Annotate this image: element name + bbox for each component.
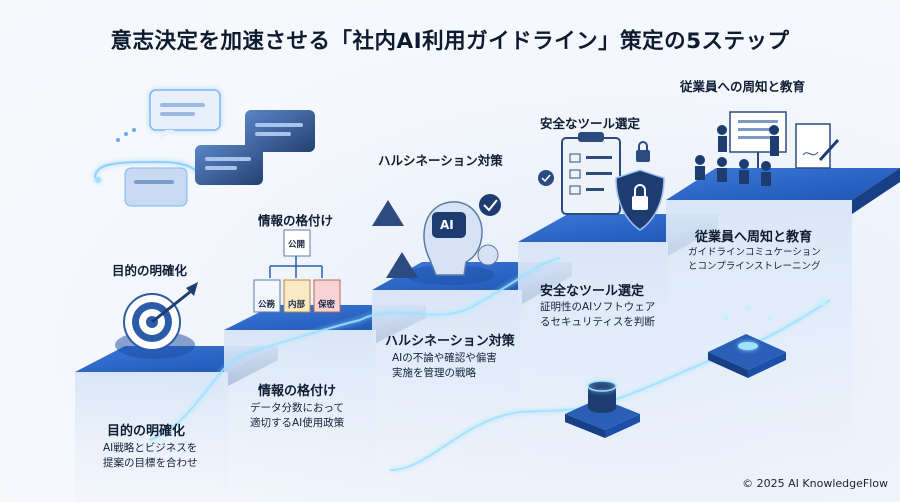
step-4-description: 証明性のAIソフトウェアるセキュリティスを判断 <box>540 301 656 328</box>
step-2-face-title: 情報の格付け <box>258 384 337 399</box>
step-5-face-title: 従業員へ周知と教育 <box>695 230 813 245</box>
training-icon <box>695 111 840 186</box>
step-3-description: AIの不論や確認や偏害実施を管理の戦略 <box>392 352 497 379</box>
step-1-face-title: 目的の明確化 <box>107 424 186 439</box>
copyright-text: © 2025 AI KnowledgeFlow <box>742 477 888 490</box>
target-icon <box>115 282 198 359</box>
step-3-label: ハルシネーション対策 <box>378 153 503 168</box>
database-platform-icon <box>565 380 640 438</box>
step-1-label: 目的の明確化 <box>112 263 188 278</box>
network-node-platform-icon <box>708 299 825 378</box>
chat-bubbles-icon <box>94 89 315 207</box>
doc-label-official: 公務 <box>258 300 276 310</box>
ai-head-icon <box>372 194 501 285</box>
doc-label-public: 公開 <box>288 240 306 250</box>
step-5-block <box>666 168 900 502</box>
step-5-label: 従業員への周知と教育 <box>680 79 806 94</box>
shield-lock-icon <box>538 132 665 231</box>
doc-label-confidential: 保密 <box>318 300 336 310</box>
step-4-label: 安全なツール選定 <box>540 116 641 131</box>
ai-head-text: AI <box>440 218 454 232</box>
glow-connector-line <box>149 257 561 441</box>
step-5-description: ガイドラインコミュケーションとコンプラインストレーニング <box>688 247 821 272</box>
step-1-description: AI戦略とビジネスを提案の目標を合わせ <box>103 442 198 469</box>
doc-label-internal: 内部 <box>288 300 306 310</box>
step-2-label: 情報の格付け <box>258 213 334 228</box>
step-3-face-title: ハルシネーション対策 <box>385 334 515 349</box>
step-4-face-title: 安全なツール選定 <box>540 284 645 299</box>
step-2-description: データ分数におって適切するAI使用政策 <box>250 402 345 429</box>
document-classification-icon <box>253 229 341 313</box>
page-title: 意志決定を加速させる「社内AI利用ガイドライン」策定の5ステップ <box>110 29 790 54</box>
